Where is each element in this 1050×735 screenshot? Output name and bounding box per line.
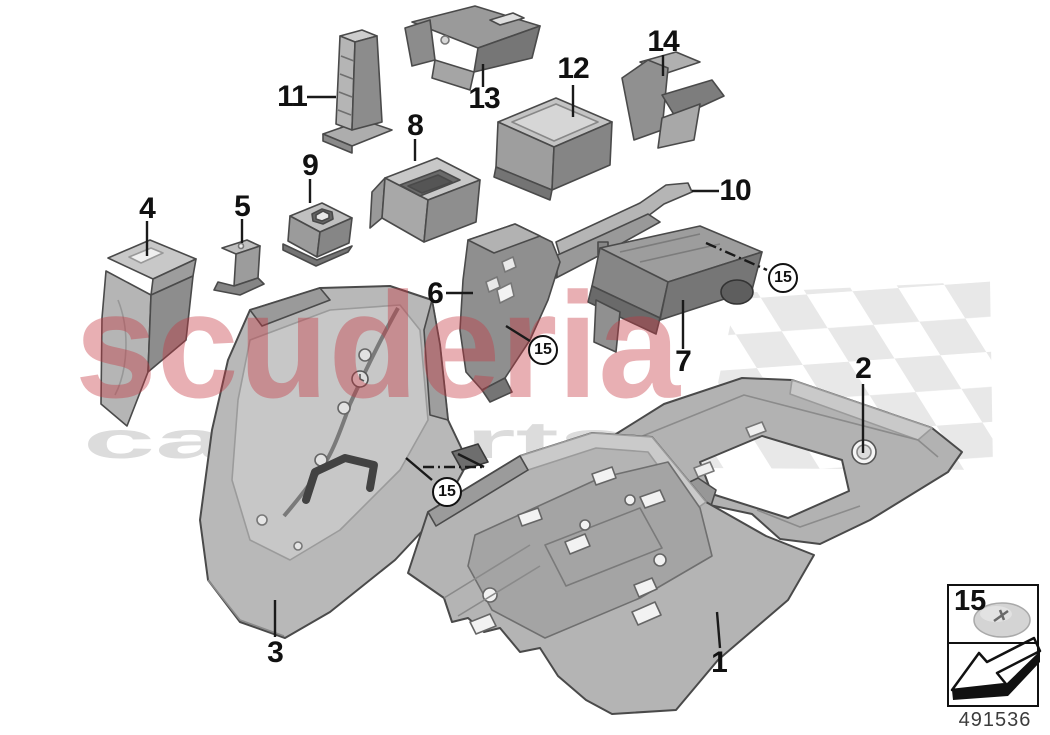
legend-icons — [950, 602, 1042, 700]
callout-3: 3 — [267, 636, 284, 669]
leader-lines — [145, 55, 865, 649]
callout-11: 11 — [277, 80, 308, 113]
part-shapes — [100, 5, 963, 715]
callout-6: 6 — [427, 277, 444, 310]
clip-callout-1: 15 — [768, 263, 798, 293]
callout-5: 5 — [234, 190, 251, 223]
part-11-shape — [322, 29, 393, 154]
callout-10: 10 — [719, 174, 751, 207]
legend-box: 15 — [947, 584, 1039, 707]
legend-clip-number: 15 — [954, 585, 987, 617]
part-7-shape — [587, 225, 763, 353]
diagram-number: 491536 — [958, 709, 1032, 731]
callout-9: 9 — [302, 149, 319, 182]
part-8-shape — [369, 157, 481, 243]
clip-callout-2: 15 — [528, 335, 558, 365]
callout-2: 2 — [855, 352, 872, 385]
part-3-shape — [199, 285, 469, 639]
fastener-clip-icon — [973, 602, 1031, 638]
legend-clip-cell: 15 — [949, 586, 1037, 644]
callout-13: 13 — [468, 82, 500, 115]
leader-clip-c — [405, 457, 433, 481]
clip-callout-3: 15 — [432, 477, 462, 507]
callout-14: 14 — [647, 25, 679, 58]
part-1-shape — [407, 432, 815, 715]
part-6-shape — [459, 223, 561, 403]
callout-4: 4 — [139, 192, 156, 225]
part-5-shape — [213, 239, 265, 296]
leader-1 — [715, 611, 722, 649]
watermark-brand: scuderia — [75, 261, 682, 429]
leader-clip-c-diag — [457, 452, 485, 469]
callout-8: 8 — [407, 109, 424, 142]
callout-1: 1 — [711, 646, 728, 679]
part-12-shape — [493, 97, 613, 201]
callout-12: 12 — [557, 52, 589, 85]
part-4-shape — [100, 239, 197, 427]
callout-7: 7 — [675, 345, 692, 378]
leader-clip-b — [505, 324, 531, 343]
part-13-shape — [404, 5, 541, 91]
part-14-shape — [621, 51, 725, 149]
part-9-shape — [282, 202, 353, 267]
